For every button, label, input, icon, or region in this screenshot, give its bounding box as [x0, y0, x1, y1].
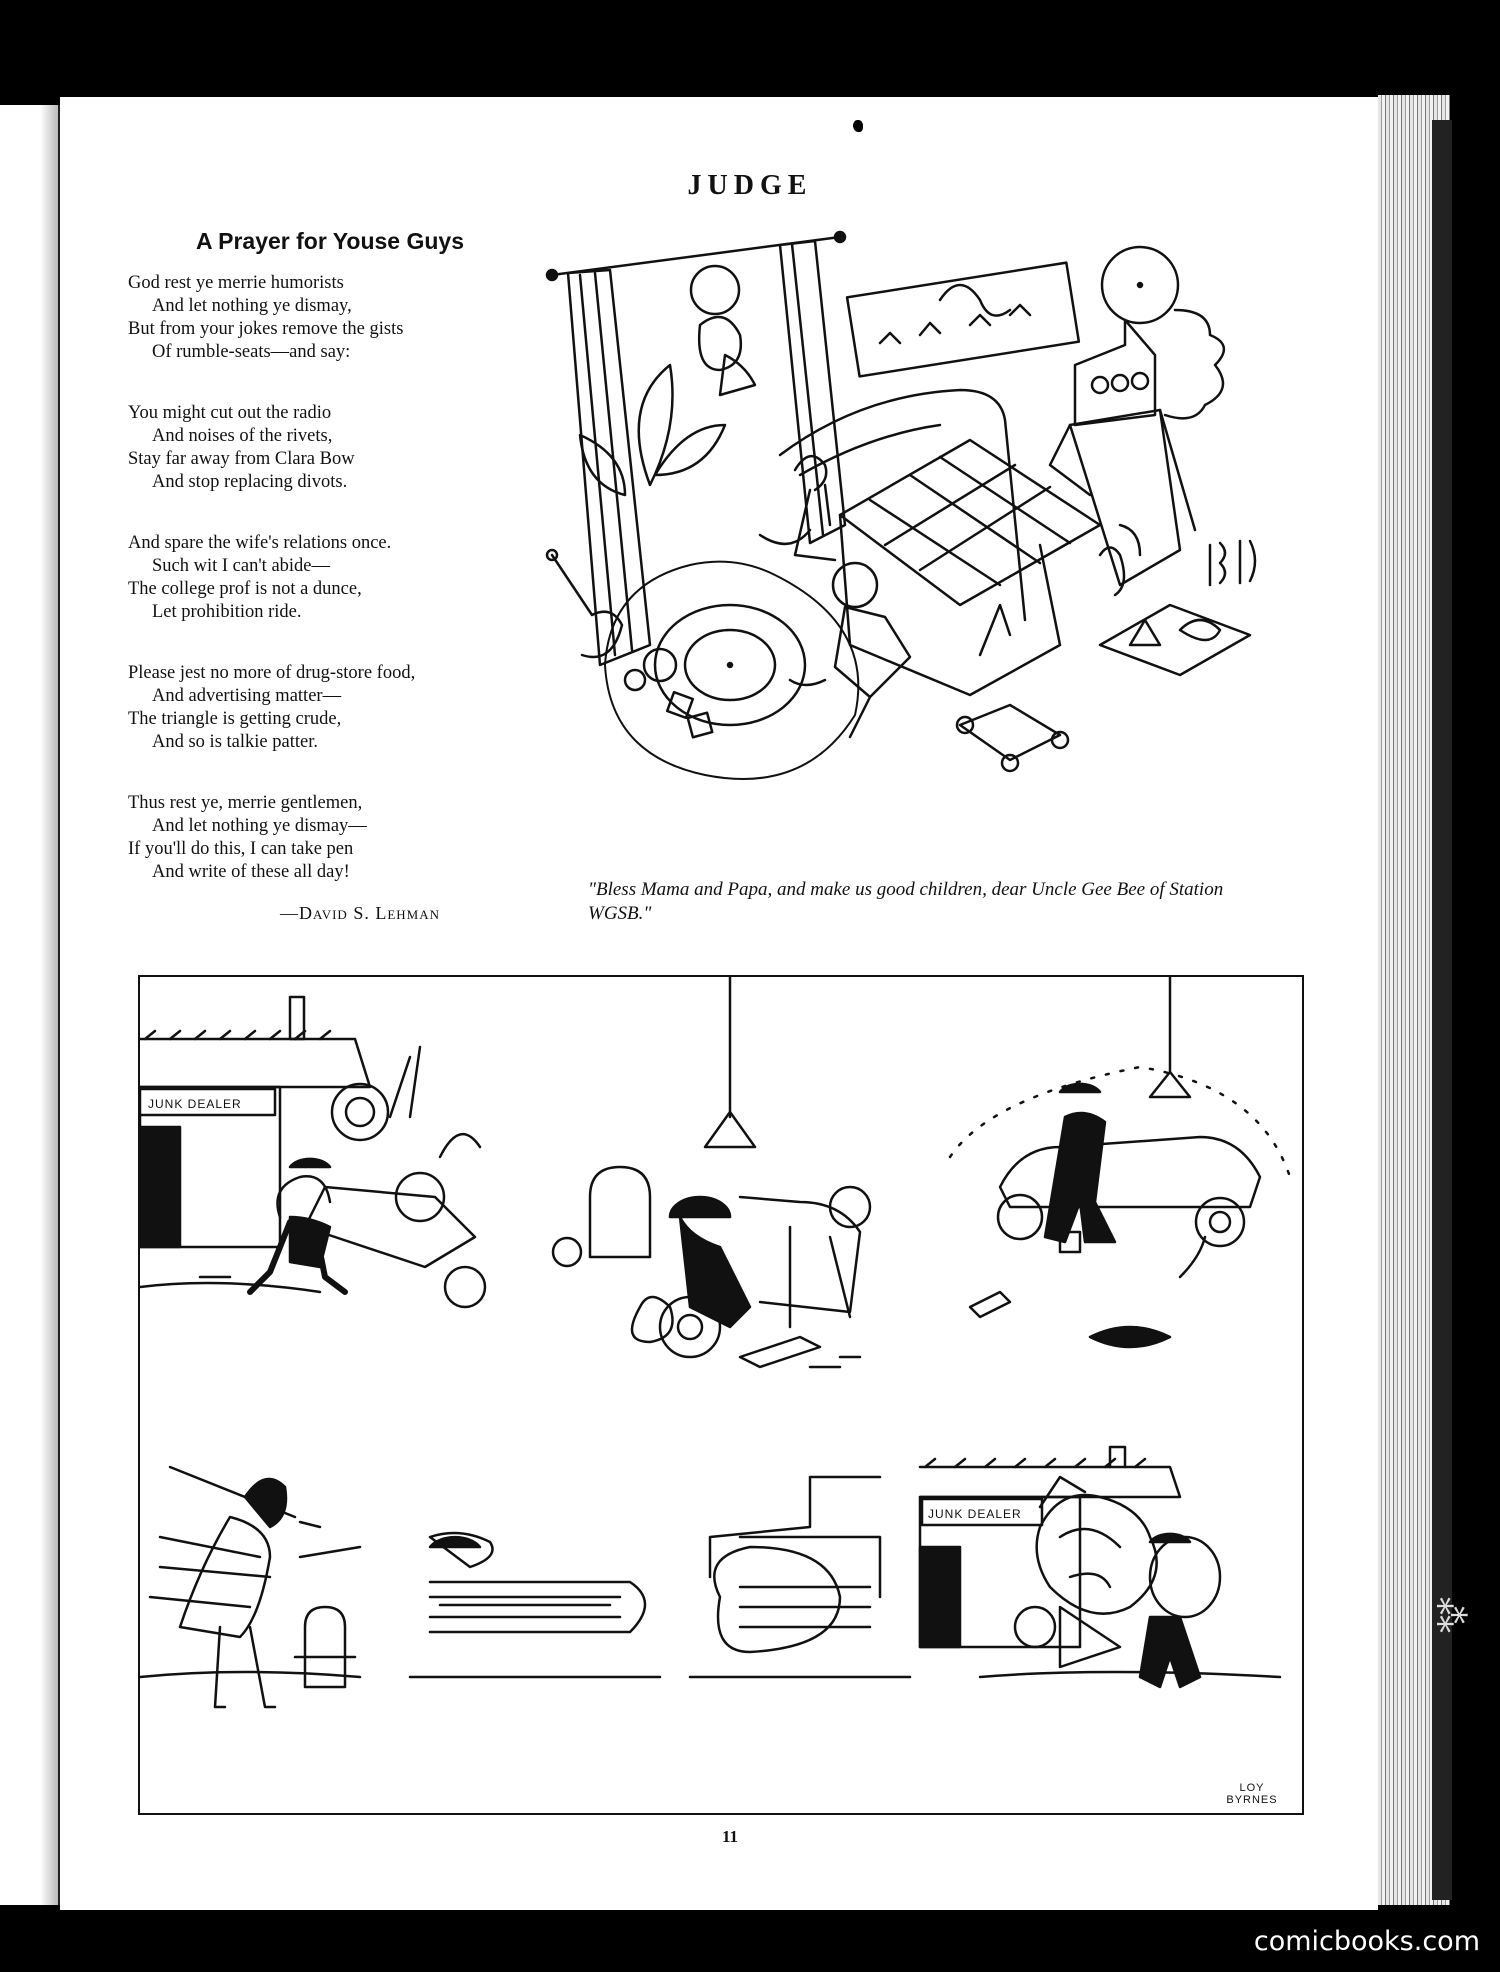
panel-2	[551, 977, 872, 1369]
poem-line: Such wit I can't abide—	[152, 556, 331, 576]
poem-title: A Prayer for Youse Guys	[195, 228, 464, 254]
panel-3	[948, 977, 1292, 1349]
poem-stanza: You might cut out the radio And noises o…	[128, 402, 528, 494]
comic-strip-art: JUNK DEALER	[140, 977, 1292, 1709]
poem-attribution: —David S. Lehman	[280, 903, 440, 923]
poem-line: And noises of the rivets,	[152, 426, 333, 446]
poem-line: And let nothing ye dismay,	[152, 296, 352, 316]
poem-stanza: God rest ye merrie humorists And let not…	[128, 272, 528, 364]
poem-line: Thus rest ye, merrie gentlemen,	[128, 793, 363, 813]
poem-line: But from your jokes remove the gists	[128, 319, 404, 339]
poem-stanza: And spare the wife's relations once. Suc…	[128, 532, 528, 624]
page-number: 11	[721, 1827, 739, 1846]
panel-1: JUNK DEALER	[140, 995, 487, 1309]
book-spine	[1432, 120, 1452, 1900]
poem-line: And stop replacing divots.	[152, 472, 348, 492]
poem-line: And advertising matter—	[152, 686, 342, 706]
poem-stanza: Please jest no more of drug-store food, …	[128, 662, 528, 754]
junk-dealer-sign: JUNK DEALER	[148, 1097, 242, 1111]
strip-artist-signature: LOY BYRNES	[1226, 1782, 1278, 1806]
poem-line: And spare the wife's relations once.	[128, 533, 392, 553]
poem-line: Let prohibition ride.	[152, 602, 302, 622]
poem-line: If you'll do this, I can take pen	[128, 839, 354, 859]
poem-line: You might cut out the radio	[128, 403, 332, 423]
cartoon-caption: "Bless Mama and Papa, and make us good c…	[588, 879, 1224, 924]
panel-5	[408, 1475, 912, 1679]
ink-spot	[853, 120, 863, 132]
poem-body: God rest ye merrie humorists And let not…	[128, 272, 528, 922]
panel-6: JUNK DEALER	[918, 1445, 1282, 1689]
comic-strip: JUNK DEALER	[138, 975, 1304, 1815]
masthead: JUDGE	[687, 170, 813, 201]
poem-line: The college prof is not a dunce,	[128, 579, 362, 599]
poem-line: Of rumble-seats—and say:	[152, 342, 351, 362]
watermark: comicbooks.com	[1253, 1926, 1480, 1957]
poem-line: Please jest no more of drug-store food,	[128, 663, 416, 683]
poem-line: And write of these all day!	[152, 862, 350, 882]
poem-line: God rest ye merrie humorists	[128, 273, 344, 293]
poem-stanza: Thus rest ye, merrie gentlemen, And let …	[128, 792, 528, 884]
edge-mark: ⁂	[1430, 1597, 1470, 1633]
poem-line: And so is talkie patter.	[152, 732, 318, 752]
panel-4	[140, 1465, 362, 1709]
junk-dealer-sign-2: JUNK DEALER	[928, 1507, 1022, 1521]
nursery-cartoon	[545, 230, 1257, 780]
poem-line: The triangle is getting crude,	[128, 709, 342, 729]
poem-line: Stay far away from Clara Bow	[128, 449, 355, 469]
poem-line: And let nothing ye dismay—	[152, 816, 367, 836]
facing-page-edge	[0, 105, 61, 1905]
